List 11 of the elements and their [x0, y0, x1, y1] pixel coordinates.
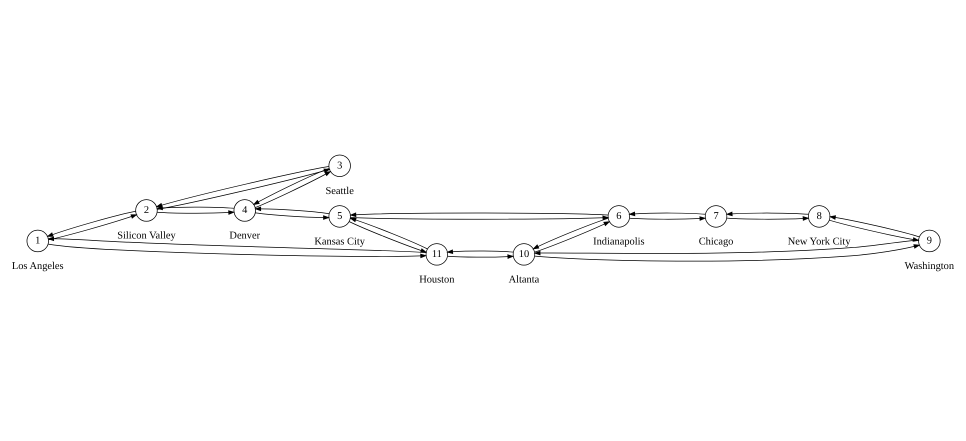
node-label: Washington: [904, 261, 954, 272]
node-label: Silicon Valley: [117, 230, 176, 242]
node-label: New York City: [788, 236, 851, 248]
node-label: Altanta: [508, 274, 540, 286]
node-label: Kansas City: [314, 236, 365, 248]
node-label: Chicago: [698, 236, 734, 248]
node-label: Indianapolis: [593, 236, 645, 248]
node-label: Los Angeles: [12, 261, 64, 272]
node-label: Denver: [229, 230, 260, 242]
node-label: Houston: [419, 274, 454, 286]
node-label: Seattle: [326, 186, 354, 197]
